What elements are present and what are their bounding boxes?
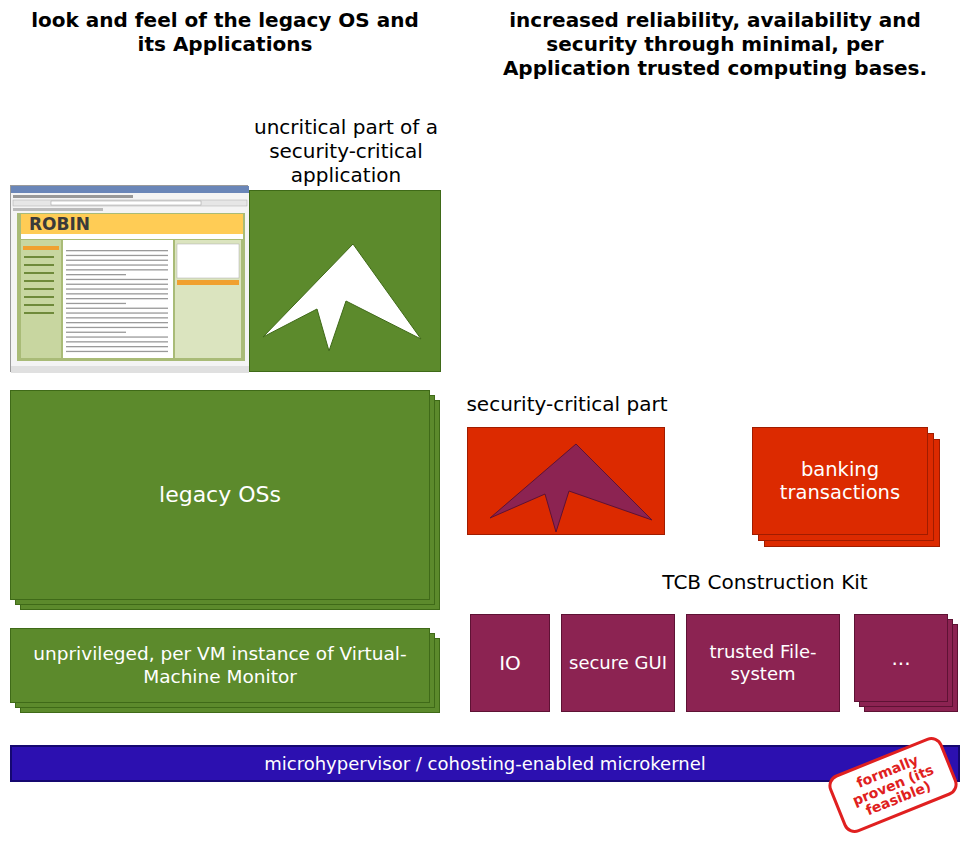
node-text: microhypervisor / cohosting-enabled micr… bbox=[258, 753, 712, 775]
vmm-box: unprivileged, per VM instance of Virtual… bbox=[10, 628, 430, 703]
node-text: unprivileged, per VM instance of Virtual… bbox=[11, 643, 429, 687]
right-heading: increased reliability, availability and … bbox=[480, 8, 950, 80]
node-text: legacy OSs bbox=[153, 482, 287, 508]
node-heading: security-critical part bbox=[447, 392, 687, 416]
node-text: secure GUI bbox=[563, 652, 673, 674]
node-text: IO bbox=[493, 651, 527, 675]
site-title: ROBIN bbox=[29, 214, 90, 234]
io-box: IO bbox=[470, 614, 550, 712]
node-text: trusted File-system bbox=[687, 641, 839, 684]
node-text: banking transactions bbox=[753, 458, 927, 505]
legacy-os-box: legacy OSs bbox=[10, 390, 430, 600]
left-heading: look and feel of the legacy OS and its A… bbox=[15, 8, 435, 56]
banking-box: banking transactions bbox=[752, 427, 928, 535]
filesystem-box: trusted File-system bbox=[686, 614, 840, 712]
gui-box: secure GUI bbox=[561, 614, 675, 712]
more-box: ... bbox=[854, 614, 948, 702]
application-box: uncritical part of a security-critical a… bbox=[249, 190, 441, 372]
critical-part-box: security-critical part bbox=[467, 427, 665, 535]
illustration bbox=[250, 191, 442, 373]
microkernel-bar: microhypervisor / cohosting-enabled micr… bbox=[10, 745, 960, 782]
node-text: ... bbox=[885, 646, 916, 670]
illustration bbox=[468, 428, 666, 536]
kit-label: TCB Construction Kit bbox=[630, 570, 900, 594]
node-heading: uncritical part of a security-critical a… bbox=[230, 115, 462, 187]
browser-screenshot: ROBIN bbox=[10, 185, 248, 372]
